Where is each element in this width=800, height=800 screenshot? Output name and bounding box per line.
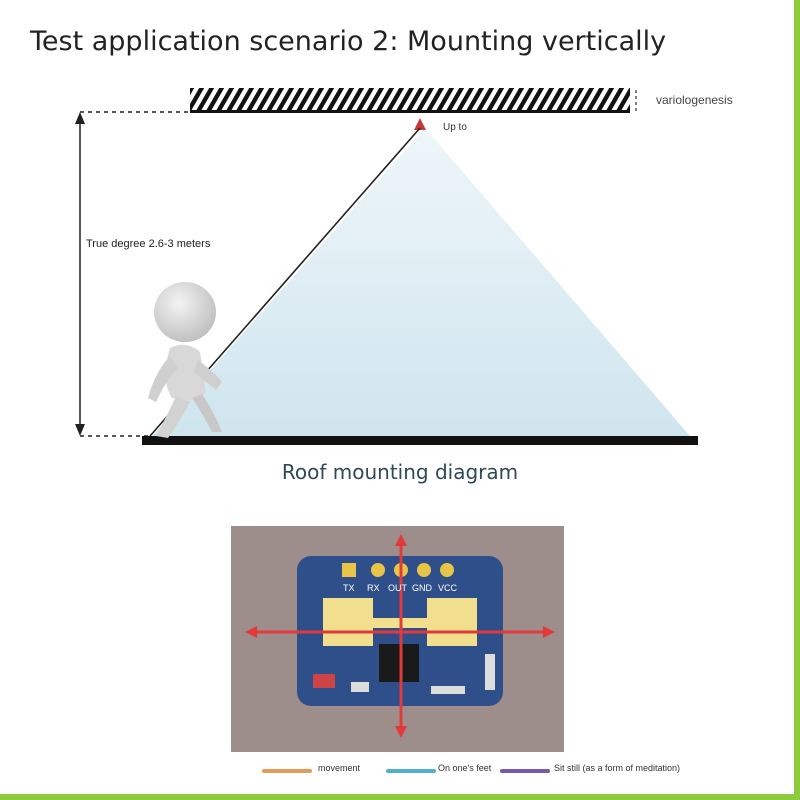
legend-swatch-movement — [262, 769, 312, 773]
sensor-marker-icon — [414, 118, 426, 130]
legend-swatch-standing — [386, 769, 436, 773]
legend-label-sitting: Sit still (as a form of meditation) — [554, 763, 681, 773]
pin-labels: TX RX OUT GND VCC — [343, 583, 458, 593]
diagram-caption: Roof mounting diagram — [281, 460, 519, 484]
legend-label-movement: movement — [318, 763, 361, 773]
legend-swatch-sitting — [500, 769, 550, 773]
detection-axes — [245, 534, 555, 738]
up-to-label: Up to — [443, 122, 467, 133]
walking-person-icon — [148, 282, 222, 438]
height-label: True degree 2.6-3 meters — [86, 238, 211, 250]
component — [313, 674, 335, 688]
mounting-diagram — [75, 88, 698, 445]
floor — [142, 436, 698, 445]
radar-chip — [379, 644, 419, 682]
pin-label: VCC — [438, 583, 458, 593]
pin-label: TX — [343, 583, 355, 593]
legend: movement On one's feet Sit still (as a f… — [262, 763, 702, 779]
pin-label: OUT — [388, 583, 408, 593]
module-board-drawing: TX RX OUT GND VCC — [245, 534, 555, 738]
page-title: Test application scenario 2: Mounting ve… — [30, 26, 667, 57]
ceiling — [190, 88, 637, 113]
antenna-patch-right — [427, 598, 477, 646]
pin-label: GND — [412, 583, 433, 593]
module-photo: TX RX OUT GND VCC — [231, 526, 564, 752]
detection-cone — [152, 128, 690, 436]
antenna-patch-left — [323, 598, 373, 646]
height-measure — [75, 111, 188, 437]
ceiling-label: variologenesis — [656, 93, 733, 107]
legend-label-standing: On one's feet — [438, 763, 492, 773]
pin-label: RX — [367, 583, 380, 593]
